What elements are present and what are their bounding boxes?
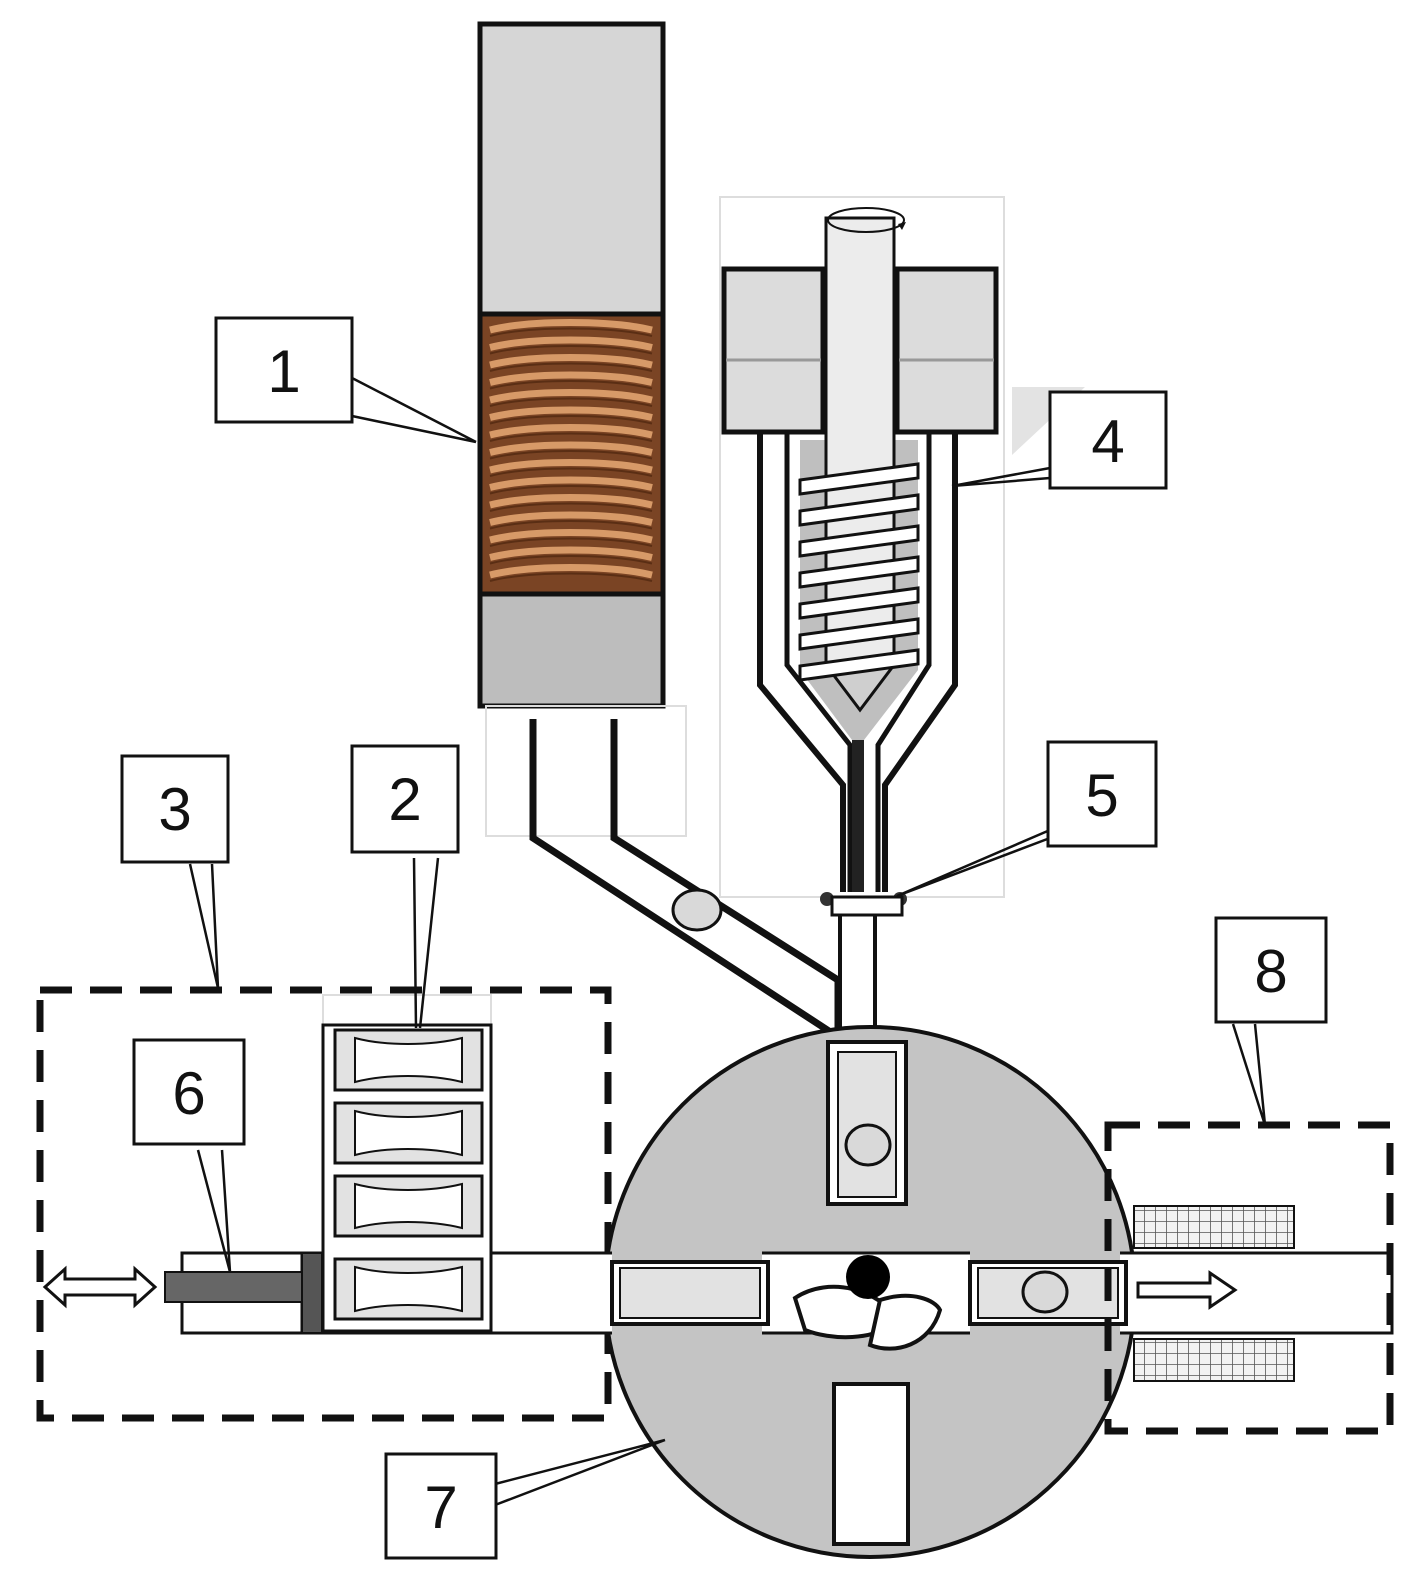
output-unit-boundary xyxy=(1104,1121,1394,1435)
pusher-plate xyxy=(301,1252,323,1334)
label-4: 4 xyxy=(1091,408,1124,475)
cylinder-top-section xyxy=(477,21,666,317)
right-arrow-icon xyxy=(1136,1270,1238,1310)
coil-shadow xyxy=(489,485,653,495)
magazine-slugs xyxy=(333,1028,484,1321)
coil-shadow xyxy=(489,432,653,442)
leader-3 xyxy=(188,863,220,989)
slug-body xyxy=(354,1265,463,1313)
coil-shadow xyxy=(489,397,653,407)
ghost-frame xyxy=(485,705,687,837)
coil-turn xyxy=(489,389,653,404)
coil-turn xyxy=(489,511,653,526)
coil-shadow xyxy=(489,345,653,355)
coil-turn xyxy=(489,494,653,509)
coil-shadow xyxy=(489,537,653,547)
screw-flight xyxy=(798,617,920,651)
slug-body xyxy=(354,1182,463,1230)
coil-turn xyxy=(489,354,653,369)
coil-shadow xyxy=(489,467,653,477)
leader-1 xyxy=(351,376,477,444)
feed-ball xyxy=(671,888,723,932)
callout-8: 8 xyxy=(1214,916,1328,1024)
cylinder-bottom-section xyxy=(477,591,666,709)
pusher-rod xyxy=(164,1271,306,1303)
leader-6 xyxy=(196,1149,232,1273)
callout-4: 4 xyxy=(1048,390,1168,490)
nozzle-channel xyxy=(838,915,877,1035)
slug-body xyxy=(354,1109,463,1157)
double-arrow-icon xyxy=(42,1265,158,1309)
coil-turn xyxy=(489,319,653,334)
label-3: 3 xyxy=(158,776,191,843)
pocket-ball-right xyxy=(1021,1270,1069,1314)
callout-1: 1 xyxy=(214,316,354,424)
coil-turn xyxy=(489,476,653,491)
label-2: 2 xyxy=(388,766,421,833)
screw-flight xyxy=(798,586,920,620)
label-1: 1 xyxy=(267,338,300,405)
label-7: 7 xyxy=(424,1474,457,1541)
coil-turn xyxy=(489,371,653,386)
coil-turn xyxy=(489,564,653,579)
coil-shadow xyxy=(489,362,653,372)
screw-flight xyxy=(798,648,920,682)
pocket-ball xyxy=(844,1123,892,1167)
extruder-barrel-outer xyxy=(757,432,958,892)
coil-shadow xyxy=(489,327,653,337)
pocket-slug-left xyxy=(619,1267,761,1319)
leader-2 xyxy=(412,857,440,1029)
screw-flight xyxy=(798,493,920,527)
leader-5 xyxy=(896,828,1051,898)
callout-6: 6 xyxy=(132,1038,246,1146)
callout-2: 2 xyxy=(350,744,460,854)
coil-shadow xyxy=(489,520,653,530)
screw-flight xyxy=(798,524,920,558)
leader-7 xyxy=(494,1438,666,1507)
extruder-head-right xyxy=(894,266,999,435)
leader-lines xyxy=(188,376,1267,1507)
coil-turn xyxy=(489,546,653,561)
coil-shadow xyxy=(489,450,653,460)
label-5: 5 xyxy=(1085,762,1118,829)
label-8: 8 xyxy=(1254,938,1287,1005)
extruder-head-left xyxy=(721,266,826,435)
screw-flight xyxy=(798,462,920,496)
feeding-unit-boundary xyxy=(36,986,612,1422)
callout-7: 7 xyxy=(384,1452,498,1560)
hub-cam-right xyxy=(867,1293,943,1351)
coil-shadow xyxy=(489,415,653,425)
callout-3: 3 xyxy=(120,754,230,864)
hub-axle xyxy=(846,1255,890,1299)
coil-shadow xyxy=(489,502,653,512)
label-6: 6 xyxy=(172,1060,205,1127)
extruder-barrel-inner xyxy=(784,432,932,892)
screw-flight xyxy=(798,555,920,589)
screw-flights xyxy=(798,462,920,682)
leader-4 xyxy=(951,466,1051,488)
slug-body xyxy=(354,1036,463,1084)
heater-bottom xyxy=(1133,1338,1295,1382)
coil-turn xyxy=(489,529,653,544)
coil-turn xyxy=(489,459,653,474)
callout-5: 5 xyxy=(1046,740,1158,848)
coil-shadow xyxy=(489,572,653,582)
coil-shadow xyxy=(489,380,653,390)
coil-turn xyxy=(489,424,653,439)
coil-turn xyxy=(489,406,653,421)
coil-turn xyxy=(489,336,653,351)
coil-turns xyxy=(489,319,653,582)
heated-cylinder xyxy=(477,21,687,837)
coil-shadow xyxy=(489,555,653,565)
screw-extruder xyxy=(719,196,1085,906)
coil-turn xyxy=(489,441,653,456)
heater-top xyxy=(1133,1205,1295,1249)
leader-8 xyxy=(1231,1023,1267,1126)
disc-pocket-bottom xyxy=(832,1382,910,1546)
rotation-arrow-icon xyxy=(827,207,905,233)
